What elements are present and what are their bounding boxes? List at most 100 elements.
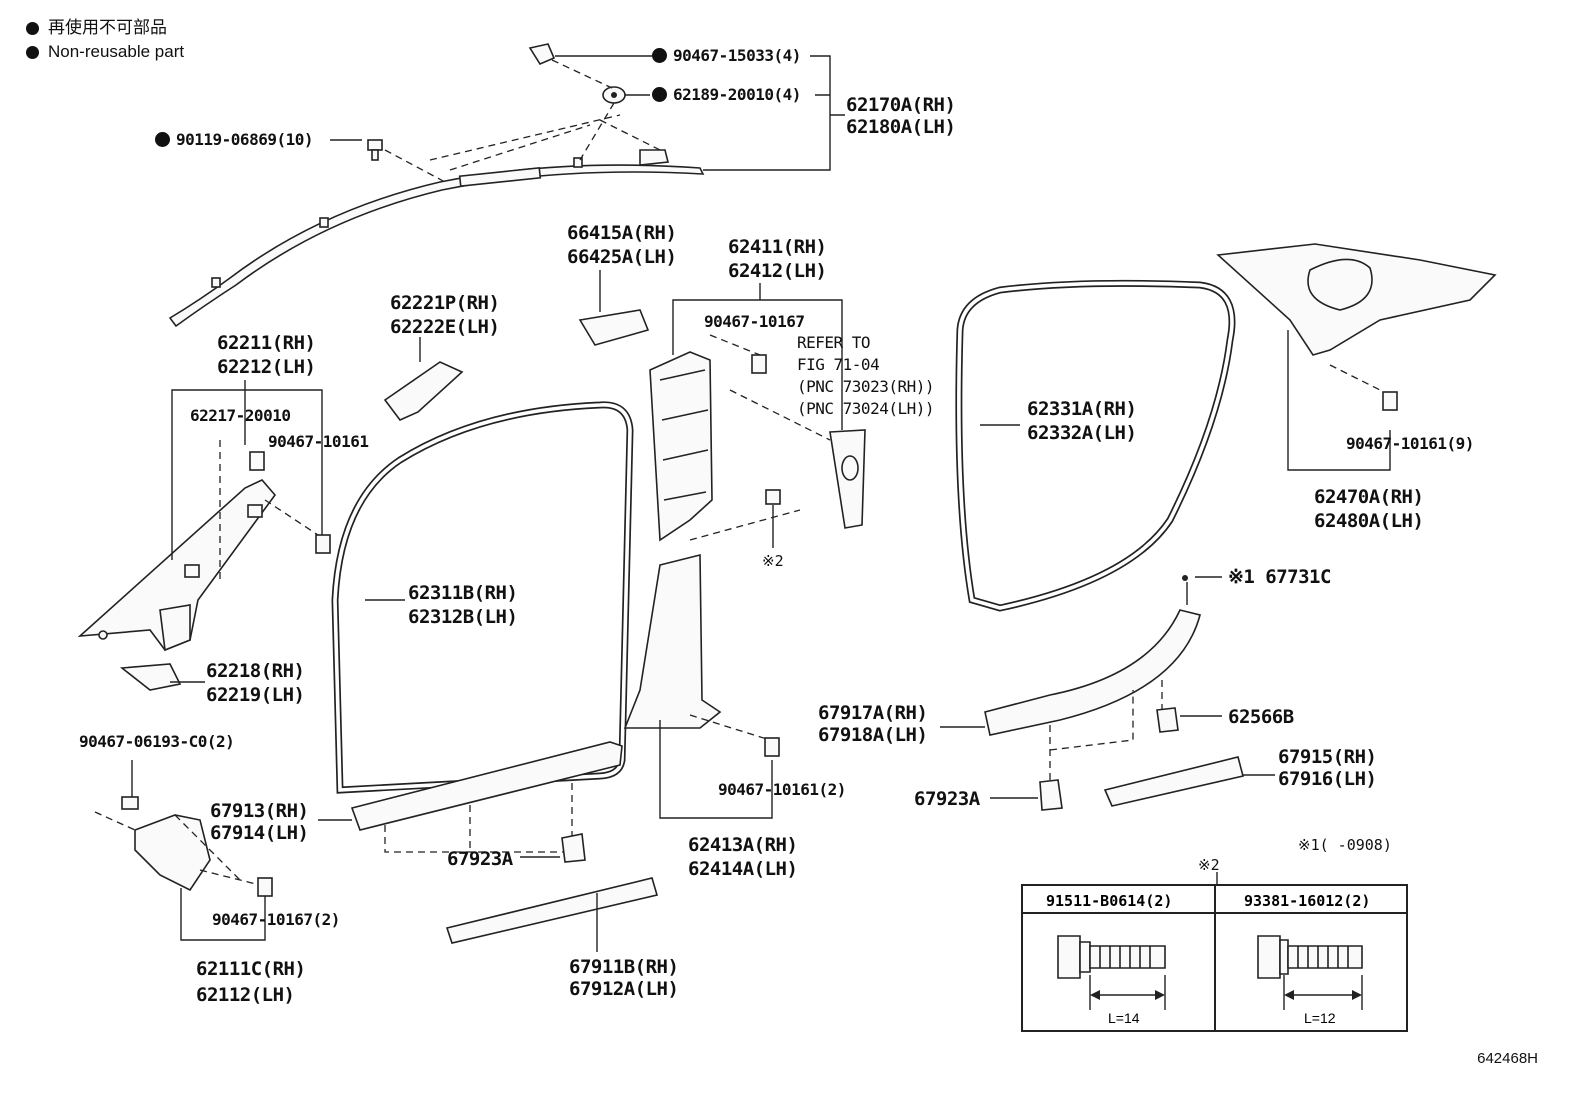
reference-line-1: REFER TO xyxy=(797,333,871,352)
door-scuff-plate-rear xyxy=(1103,756,1244,807)
reference-line-4: (PNC 73024(LH)) xyxy=(797,399,935,418)
label-67917A[interactable]: 67917A(RH) xyxy=(818,702,928,724)
clip-62218 xyxy=(119,663,182,691)
label-90467-10167-2[interactable]: 90467-10167(2) xyxy=(212,910,340,929)
non-reusable-icon xyxy=(155,132,170,147)
door-weatherstrip-rear xyxy=(955,279,1236,612)
clip-62217-20010 xyxy=(249,451,265,471)
clip-90467-10167-b xyxy=(257,877,273,897)
quarter-pillar-garnish xyxy=(1216,243,1497,356)
screw-90119-06869 xyxy=(367,139,383,161)
label-90467-15033[interactable]: 90467-15033(4) xyxy=(652,46,801,66)
label-67923A-left[interactable]: 67923A xyxy=(447,848,513,870)
roof-side-garnish xyxy=(168,149,705,328)
washer-62189-20010 xyxy=(602,86,626,104)
label-90467-10161[interactable]: 90467-10161 xyxy=(268,432,369,451)
reference-line-3: (PNC 73023(RH)) xyxy=(797,377,935,396)
bracket-62221P xyxy=(383,361,464,421)
front-scuff-plate xyxy=(350,741,623,831)
label-62480A[interactable]: 62480A(LH) xyxy=(1314,510,1424,532)
label-62566B[interactable]: 62566B xyxy=(1228,706,1294,728)
label-62312B[interactable]: 62312B(LH) xyxy=(408,606,518,628)
legend-text-en: Non-reusable part xyxy=(48,42,185,61)
label-62222E[interactable]: 62222E(LH) xyxy=(390,316,500,338)
label-67923A-right[interactable]: 67923A xyxy=(914,788,980,810)
clip-62566B xyxy=(1156,707,1179,733)
label-62331A[interactable]: 62331A(RH) xyxy=(1027,398,1137,420)
bolt-length-2: L=12 xyxy=(1304,1010,1336,1026)
legend: 再使用不可部品 Non-reusable part xyxy=(26,16,184,64)
label-67912A[interactable]: 67912A(LH) xyxy=(569,978,679,1000)
label-62412[interactable]: 62412(LH) xyxy=(728,260,827,282)
label-62217-20010[interactable]: 62217-20010 xyxy=(190,406,291,425)
label-67918A[interactable]: 67918A(LH) xyxy=(818,724,928,746)
label-62112[interactable]: 62112(LH) xyxy=(196,984,295,1006)
label-62414A[interactable]: 62414A(LH) xyxy=(688,858,798,880)
label-62170A[interactable]: 62170A(RH) xyxy=(846,94,956,116)
non-reusable-icon xyxy=(652,87,667,102)
label-67915[interactable]: 67915(RH) xyxy=(1278,746,1377,768)
clip-90467-10161-b xyxy=(764,737,780,757)
label-62211[interactable]: 62211(RH) xyxy=(217,332,316,354)
label-66425A[interactable]: 66425A(LH) xyxy=(567,246,677,268)
bolt-90467-06193 xyxy=(121,796,139,810)
clip-90467-10161 xyxy=(315,534,331,554)
label-67914[interactable]: 67914(LH) xyxy=(210,822,309,844)
note-1-range: ※1( -0908) xyxy=(1298,836,1392,854)
label-90467-10161-9[interactable]: 90467-10161(9) xyxy=(1346,434,1474,453)
label-90467-10167[interactable]: 90467-10167 xyxy=(704,312,805,331)
part-number: 90467-15033(4) xyxy=(673,46,801,65)
figure-id: 642468H xyxy=(1477,1050,1538,1067)
center-pillar-upper xyxy=(649,351,713,542)
bolt-table-header-1[interactable]: 91511-B0614(2) xyxy=(1046,892,1173,910)
part-number: 62189-20010(4) xyxy=(673,85,801,104)
label-90119-06869[interactable]: 90119-06869(10) xyxy=(155,130,314,150)
label-62411[interactable]: 62411(RH) xyxy=(728,236,827,258)
clip-90467-10161-9 xyxy=(1382,391,1398,411)
part-number: 90119-06869(10) xyxy=(176,130,314,149)
bolt-length-1: L=14 xyxy=(1108,1010,1140,1026)
clip-90467-15033 xyxy=(528,43,556,66)
door-weatherstrip-front xyxy=(331,401,634,794)
label-90467-06193[interactable]: 90467-06193-C0(2) xyxy=(79,732,235,751)
label-67731C[interactable]: ※1 67731C xyxy=(1228,566,1331,588)
legend-text-jp: 再使用不可部品 xyxy=(48,18,167,37)
center-pillar-lower xyxy=(623,553,722,729)
bolt-93381-16012 xyxy=(1257,935,1363,1010)
label-62311B[interactable]: 62311B(RH) xyxy=(408,582,518,604)
bolt-91511-B0614 xyxy=(1057,935,1166,1010)
door-scuff-plate-front xyxy=(445,877,659,944)
label-62413A[interactable]: 62413A(RH) xyxy=(688,834,798,856)
clip-67923A-right xyxy=(1039,779,1063,811)
bolt-center-pillar xyxy=(765,489,781,505)
label-66415A[interactable]: 66415A(RH) xyxy=(567,222,677,244)
label-62332A[interactable]: 62332A(LH) xyxy=(1027,422,1137,444)
bolt-table xyxy=(1021,884,1408,1032)
label-62221P[interactable]: 62221P(RH) xyxy=(390,292,500,314)
bracket-66415A xyxy=(578,309,650,346)
label-62111C[interactable]: 62111C(RH) xyxy=(196,958,306,980)
legend-row-en: Non-reusable part xyxy=(26,40,184,64)
clip-90467-10167 xyxy=(751,354,767,374)
label-67913[interactable]: 67913(RH) xyxy=(210,800,309,822)
label-67911B[interactable]: 67911B(RH) xyxy=(569,956,679,978)
label-62180A[interactable]: 62180A(LH) xyxy=(846,116,956,138)
label-62470A[interactable]: 62470A(RH) xyxy=(1314,486,1424,508)
bullet-icon xyxy=(26,21,39,35)
label-62189-20010[interactable]: 62189-20010(4) xyxy=(652,85,801,105)
non-reusable-icon xyxy=(652,48,667,63)
label-90467-10161-2[interactable]: 90467-10161(2) xyxy=(718,780,846,799)
label-67916[interactable]: 67916(LH) xyxy=(1278,768,1377,790)
bolt-table-header-2[interactable]: 93381-16012(2) xyxy=(1244,892,1371,910)
label-62219[interactable]: 62219(LH) xyxy=(206,684,305,706)
note-2-marker: ※2 xyxy=(762,552,784,570)
label-62212[interactable]: 62212(LH) xyxy=(217,356,316,378)
rear-scuff-plate xyxy=(984,575,1201,736)
note-2-table-marker: ※2 xyxy=(1198,856,1220,874)
reference-line-2: FIG 71-04 xyxy=(797,355,880,374)
legend-row-jp: 再使用不可部品 xyxy=(26,16,184,40)
front-pillar-garnish xyxy=(77,479,277,652)
label-62218[interactable]: 62218(RH) xyxy=(206,660,305,682)
cowl-side-trim xyxy=(134,814,211,892)
